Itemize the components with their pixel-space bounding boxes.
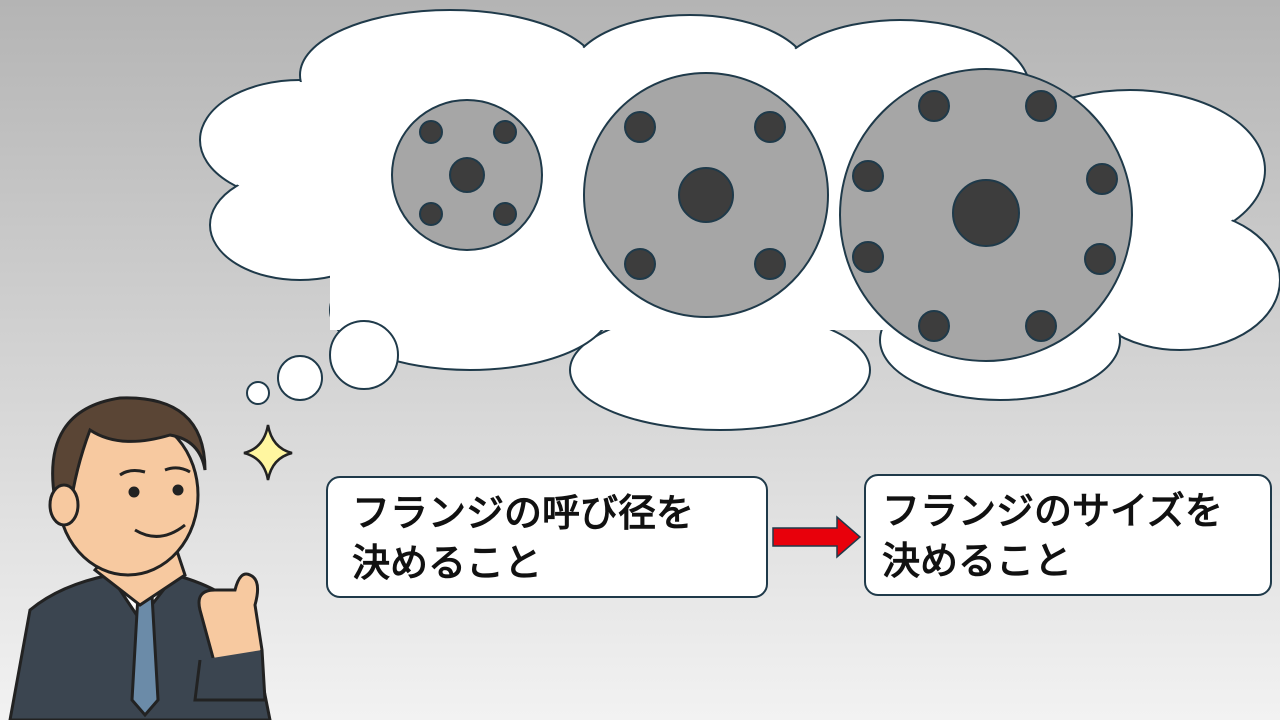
flange-size-line2: 決めること: [882, 539, 1073, 583]
nominal-diameter-line1: フランジの呼び径を: [352, 491, 695, 535]
flange-large: [839, 68, 1133, 362]
arrow-right-icon: [772, 515, 862, 559]
flange-small: [391, 99, 543, 251]
nominal-diameter-line2: 決めること: [352, 541, 543, 585]
nominal-diameter-box: フランジの呼び径を 決めること: [326, 476, 768, 598]
sparkle-icon: [243, 424, 293, 481]
flange-size-box: フランジのサイズを 決めること: [864, 474, 1272, 596]
flange-size-line1: フランジのサイズを: [882, 489, 1223, 533]
flange-medium: [583, 72, 829, 318]
businessman-thumbs-up: [8, 396, 272, 720]
